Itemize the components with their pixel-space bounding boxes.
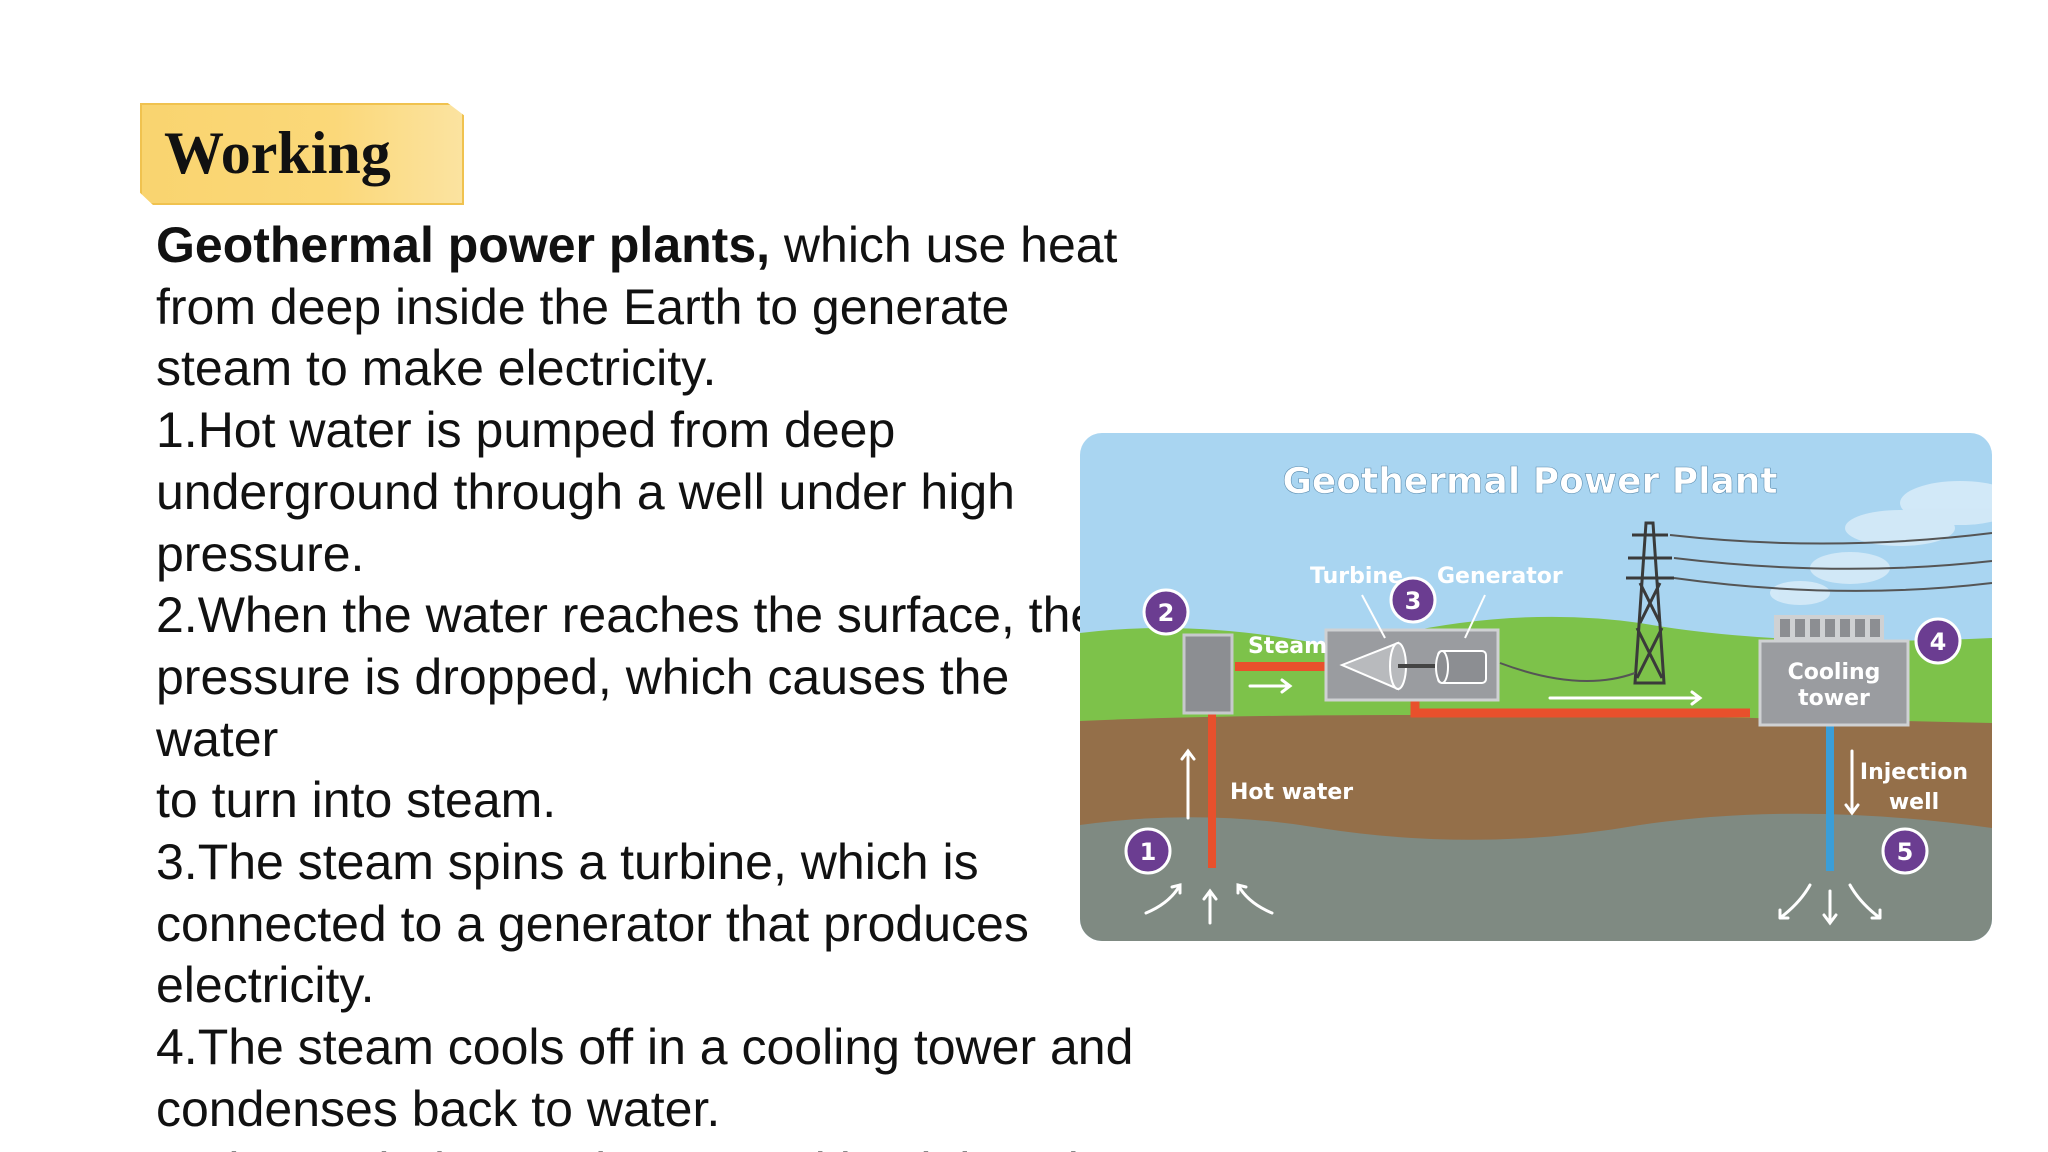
power-lines <box>1499 532 1992 682</box>
body-line: pressure. <box>156 525 365 582</box>
separator-box <box>1182 633 1234 715</box>
badge-2: 2 <box>1142 588 1190 636</box>
body-line: 4.The steam cools off in a cooling tower… <box>156 1019 1134 1076</box>
cooling-fin-slots <box>1780 619 1880 637</box>
body-line: 2.When the water reaches the surface, th… <box>156 587 1099 644</box>
badge-3: 3 <box>1389 576 1437 624</box>
body-line: condenses back to water. <box>156 1080 721 1137</box>
diagram-title: Geothermal Power Plant <box>1282 461 1777 502</box>
label-pointers <box>1361 594 1486 639</box>
badge-5: 5 <box>1881 827 1929 875</box>
body-line: from deep inside the Earth to generate <box>156 278 1010 335</box>
production-well-pipe <box>1208 708 1216 868</box>
generator-label: Generator <box>1437 564 1563 589</box>
power-pylon <box>1626 521 1674 685</box>
flow-arrows <box>1144 678 1882 926</box>
body-line: to turn into steam. <box>156 772 557 829</box>
svg-text:5: 5 <box>1897 838 1914 866</box>
steam-label: Steam <box>1248 634 1327 659</box>
cloud-shapes <box>1770 481 1992 605</box>
generator-shape <box>1435 650 1487 684</box>
cooling-tower-label-2: tower <box>1798 686 1870 711</box>
injection-well-pipe <box>1826 721 1834 871</box>
body-line-intro: Geothermal power plants, which use heat <box>156 215 1166 277</box>
body-line: 5.The cooled water is pumped back into t… <box>156 1141 1166 1152</box>
diagram-svg: Geothermal Power Plant Steam Turbine Gen… <box>1080 433 1992 941</box>
injection-well-label-1: Injection <box>1860 760 1968 785</box>
steam-pipe <box>1235 662 1325 671</box>
body-line: connected to a generator that produces <box>156 895 1029 952</box>
bedrock <box>1080 813 1992 941</box>
injection-well-label-2: well <box>1889 790 1939 815</box>
svg-text:3: 3 <box>1405 587 1422 615</box>
title-tab <box>140 103 464 205</box>
hot-water-label: Hot water <box>1230 780 1353 805</box>
svg-text:1: 1 <box>1140 838 1157 866</box>
turbine-label: Turbine <box>1310 564 1403 589</box>
body-line: pressure is dropped, which causes the <box>156 648 1010 705</box>
intro-rest-text: which use heat <box>770 217 1118 273</box>
svg-text:4: 4 <box>1930 628 1947 656</box>
body-line: 3.The steam spins a turbine, which is <box>156 834 979 891</box>
svg-text:2: 2 <box>1158 599 1175 627</box>
badge-1: 1 <box>1124 827 1172 875</box>
intro-bold-text: Geothermal power plants, <box>156 217 771 273</box>
body-line: electricity. <box>156 957 375 1014</box>
slide-title: Working <box>164 120 391 186</box>
cooling-tower-label-1: Cooling <box>1788 660 1881 685</box>
geothermal-diagram: Geothermal Power Plant Steam Turbine Gen… <box>1080 433 1992 941</box>
body-line: steam to make electricity. <box>156 340 717 397</box>
body-line: underground through a well under high <box>156 463 1015 520</box>
cooling-tower <box>1758 639 1910 727</box>
body-text: Geothermal power plants, which use heat … <box>156 215 1166 1152</box>
body-line: water <box>156 710 279 767</box>
badge-4: 4 <box>1914 617 1962 665</box>
body-line: 1.Hot water is pumped from deep <box>156 402 896 459</box>
